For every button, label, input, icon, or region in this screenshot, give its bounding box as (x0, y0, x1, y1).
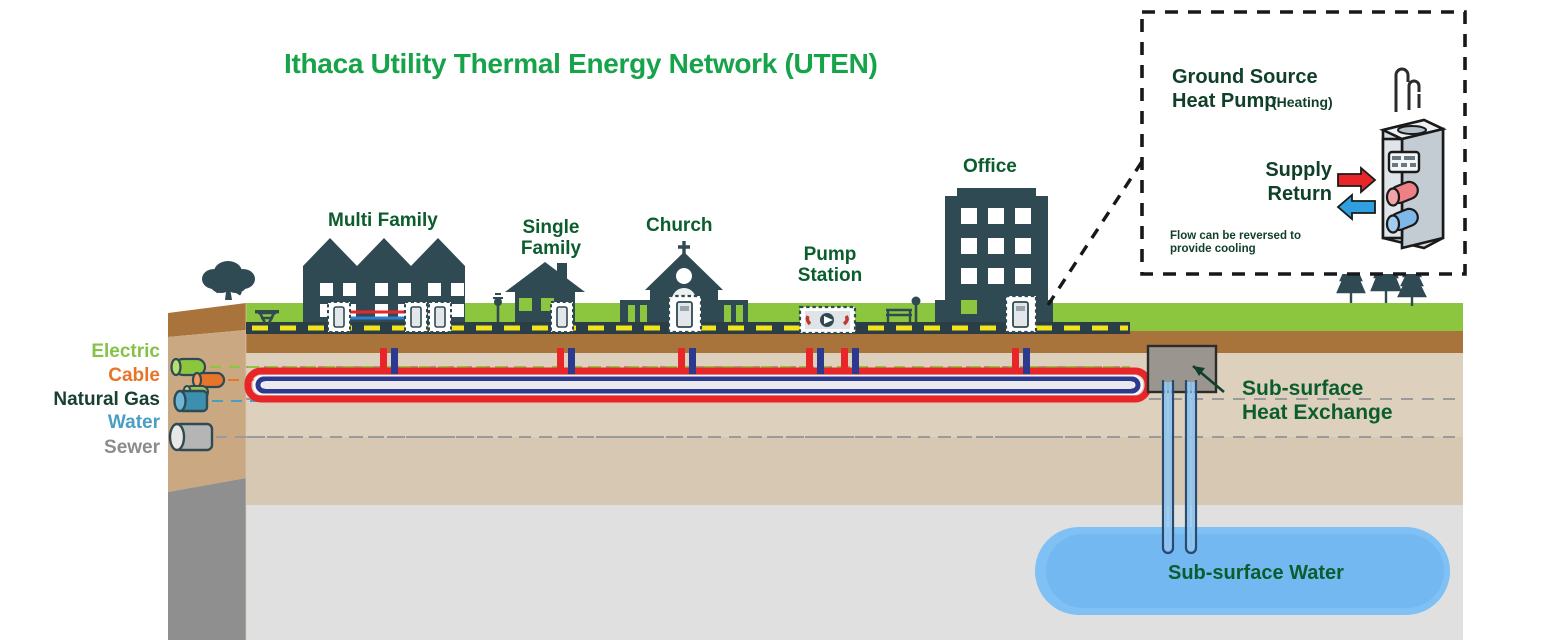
heat-pump-unit-church (667, 294, 703, 334)
pine-tree-icon-1 (1336, 248, 1366, 303)
legend-label-natural-gas: Natural Gas (53, 389, 160, 410)
heat-exchange-vault (1146, 344, 1218, 394)
inset-leader-line (1046, 159, 1145, 306)
subsurface-heat-exchange (1146, 344, 1225, 555)
cutaway-rock-side-face (168, 478, 246, 640)
heat-pump-unit-mf-3 (428, 301, 452, 333)
label-subsurface-water: Sub-surface Water (1168, 562, 1344, 584)
borehole-2 (1184, 380, 1198, 555)
inset-heat-pump-device-icon (1379, 67, 1447, 250)
return-pipe-inner (255, 376, 1141, 394)
heat-exchange-leader-arrow (1192, 365, 1225, 393)
heat-pump-unit-office (1004, 294, 1038, 334)
inset-supply-label: Supply (1265, 159, 1332, 181)
supply-arrow-icon (1337, 166, 1377, 194)
legend-label-sewer: Sewer (104, 437, 160, 458)
cable-pipe-icon (191, 371, 226, 389)
building-office (886, 188, 1053, 322)
label-pump-station: Pump Station (797, 244, 863, 287)
office-windows (961, 208, 1031, 284)
return-arrow-icon (1336, 193, 1376, 221)
picnic-table-icon (255, 310, 279, 324)
legend-label-electric: Electric (91, 341, 160, 362)
deciduous-tree-icon (202, 261, 255, 300)
service-risers (380, 348, 1030, 374)
sewer-pipe-icon (168, 422, 214, 452)
return-pipe-core (262, 381, 1134, 389)
inset-panel (1140, 10, 1467, 276)
riser-single-family (557, 348, 575, 374)
riser-pump-station (806, 348, 824, 374)
legend-label-water: Water (107, 412, 160, 433)
inset-heading-line1: Ground Source (1172, 66, 1318, 88)
heat-pump-unit-mf-2 (404, 301, 428, 333)
supply-connector-icon (1385, 180, 1419, 207)
label-single-family: Single Family (520, 217, 582, 260)
inset-note-line2: provide cooling (1170, 243, 1256, 255)
inset-note-line1: Flow can be reversed to (1170, 230, 1302, 242)
riser-church (678, 348, 696, 374)
water-pipe-icon (173, 389, 209, 413)
page-title: Ithaca Utility Thermal Energy Network (U… (284, 48, 878, 79)
chimney (557, 263, 567, 281)
label-multi-family: Multi Family (328, 210, 438, 231)
subsurface-water-body-inner (1046, 534, 1444, 608)
pine-tree-icon-3 (1397, 257, 1427, 306)
pump-station-unit (798, 305, 857, 335)
riser-pump-station-2 (841, 348, 859, 374)
subsoil-lower-layer (246, 437, 1463, 505)
heat-pump-unit-mf-1 (327, 301, 351, 333)
inset-heading-line2: Heat Pump (1172, 90, 1277, 112)
electric-pipe-icon (170, 357, 207, 377)
street-lamp-icon (493, 293, 503, 322)
label-office: Office (963, 156, 1017, 177)
inset-return-label: Return (1267, 183, 1332, 205)
office-street-lamp-icon (911, 296, 921, 322)
inset-heading-mode: (Heating) (1272, 94, 1333, 110)
riser-multi-family-1 (380, 348, 398, 374)
heat-pump-unit-single-family (550, 301, 574, 333)
cutaway-top-grass-face (168, 303, 246, 337)
label-church: Church (646, 215, 713, 236)
return-connector-icon (1385, 207, 1419, 234)
building-heat-pump-units (327, 294, 1038, 335)
cutaway-left-face (168, 303, 247, 640)
district-loop-pipe (244, 367, 1152, 403)
park-bench-icon (886, 308, 912, 322)
riser-office (1012, 348, 1030, 374)
borehole-1 (1161, 380, 1175, 555)
park-scene-left (202, 261, 279, 324)
legend-label-cable: Cable (108, 365, 160, 386)
label-subsurface-heat-exchange: Sub-surface Heat Exchange (1242, 377, 1393, 424)
